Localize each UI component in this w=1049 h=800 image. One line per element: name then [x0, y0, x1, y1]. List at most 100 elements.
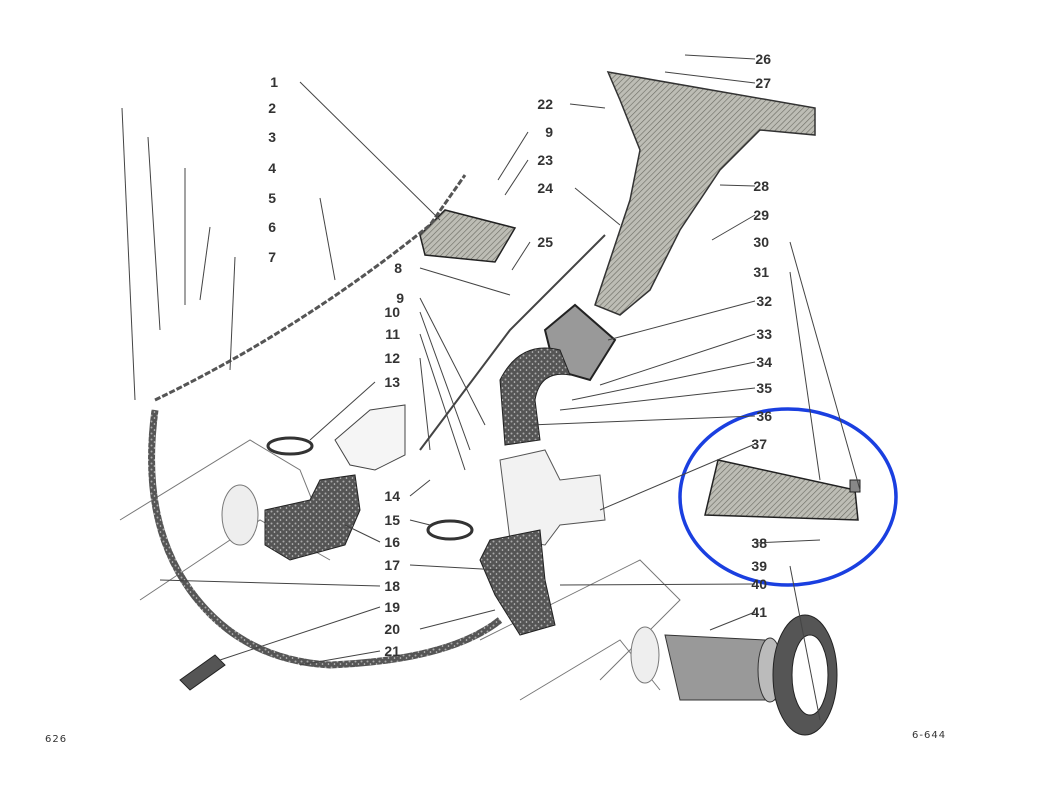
callout-label-25: 25 — [537, 234, 553, 250]
callout-label-19: 19 — [384, 599, 400, 615]
callout-label-10: 10 — [384, 304, 400, 320]
leader-line — [219, 606, 381, 661]
sealing-ring — [772, 614, 838, 736]
leader-line — [599, 443, 756, 511]
leader-line — [709, 611, 756, 631]
elbow-hose — [499, 347, 571, 446]
leader-line — [607, 300, 756, 341]
callout-label-31: 31 — [753, 264, 769, 280]
callout-label-13: 13 — [384, 374, 400, 390]
lower-hose — [479, 529, 556, 636]
callout-label-28: 28 — [753, 178, 769, 194]
leader-line — [159, 579, 381, 587]
callout-label-24: 24 — [537, 180, 553, 196]
leader-lines — [121, 54, 861, 721]
hose-clamp — [266, 436, 314, 456]
leader-line — [419, 297, 486, 426]
leader-line — [789, 271, 821, 481]
callout-label-27: 27 — [755, 75, 771, 91]
leader-line — [309, 381, 376, 441]
baffle-plate — [704, 459, 859, 521]
leader-line — [497, 131, 529, 181]
callout-label-38: 38 — [751, 535, 767, 551]
air-filter — [664, 634, 783, 703]
callout-label-9: 9 — [545, 124, 553, 140]
rod — [419, 234, 606, 451]
nut — [849, 479, 861, 493]
callout-label-22: 22 — [537, 96, 553, 112]
leader-line — [419, 357, 431, 451]
callout-label-23: 23 — [537, 152, 553, 168]
elbow-cover — [334, 404, 406, 471]
callout-label-21: 21 — [384, 643, 400, 659]
callout-label-11: 11 — [385, 326, 400, 342]
control-cable — [154, 174, 467, 402]
callout-label-20: 20 — [384, 621, 400, 637]
callout-label-33: 33 — [756, 326, 772, 342]
callout-label-16: 16 — [384, 534, 400, 550]
leader-line — [789, 241, 861, 491]
callout-labels: 1234567891011121314151617181920212292324… — [268, 51, 772, 659]
leader-line — [409, 564, 501, 571]
leader-line — [419, 267, 511, 296]
leader-line — [664, 71, 756, 84]
leader-line — [319, 197, 336, 281]
callout-label-2: 2 — [268, 100, 276, 116]
leader-line — [121, 107, 136, 401]
leader-line — [419, 609, 496, 630]
callout-label-37: 37 — [751, 436, 767, 452]
leader-line — [569, 103, 606, 109]
callout-label-12: 12 — [384, 350, 400, 366]
figure-code: 6-644 — [912, 730, 947, 741]
y-junction — [499, 449, 606, 546]
leader-line — [574, 187, 621, 226]
leader-line — [199, 226, 211, 301]
leader-line — [299, 650, 381, 666]
leader-line — [511, 241, 531, 271]
leader-line — [571, 361, 756, 401]
leader-line — [754, 539, 821, 544]
cable-sheath — [148, 409, 503, 669]
callout-label-9: 9 — [396, 290, 404, 306]
leader-line — [529, 415, 756, 426]
callout-label-26: 26 — [755, 51, 771, 67]
callout-label-18: 18 — [384, 578, 400, 594]
page-number: 626 — [45, 734, 68, 745]
callout-label-35: 35 — [756, 380, 772, 396]
callout-label-39: 39 — [751, 558, 767, 574]
leader-line — [504, 159, 529, 196]
leader-line — [559, 387, 756, 411]
highlight-circle — [678, 407, 898, 587]
leader-line — [559, 583, 756, 586]
leader-line — [409, 479, 431, 497]
callout-label-1: 1 — [270, 74, 278, 90]
callout-label-14: 14 — [384, 488, 400, 504]
leader-line — [229, 256, 236, 371]
callout-label-29: 29 — [753, 207, 769, 223]
callout-label-41: 41 — [751, 604, 767, 620]
air-duct — [594, 71, 816, 316]
callout-label-15: 15 — [384, 512, 400, 528]
leader-line — [719, 184, 756, 187]
callout-label-34: 34 — [756, 354, 772, 370]
leader-line — [419, 311, 471, 451]
callout-label-5: 5 — [268, 190, 276, 206]
hose-clamp — [426, 519, 474, 541]
leader-line — [344, 524, 381, 543]
leader-line — [419, 333, 466, 471]
leader-line — [711, 214, 756, 241]
callout-label-8: 8 — [394, 260, 402, 276]
callout-label-6: 6 — [268, 219, 276, 235]
bracket-tab — [179, 654, 226, 691]
control-lever — [419, 209, 517, 263]
callout-label-36: 36 — [756, 408, 772, 424]
callout-label-32: 32 — [756, 293, 772, 309]
left-hose — [264, 474, 361, 561]
leader-line — [299, 81, 441, 221]
callout-label-4: 4 — [268, 160, 276, 176]
callout-label-17: 17 — [384, 557, 400, 573]
callout-label-7: 7 — [268, 249, 276, 265]
callout-label-40: 40 — [751, 576, 767, 592]
leader-line — [147, 136, 161, 331]
callout-label-30: 30 — [753, 234, 769, 250]
